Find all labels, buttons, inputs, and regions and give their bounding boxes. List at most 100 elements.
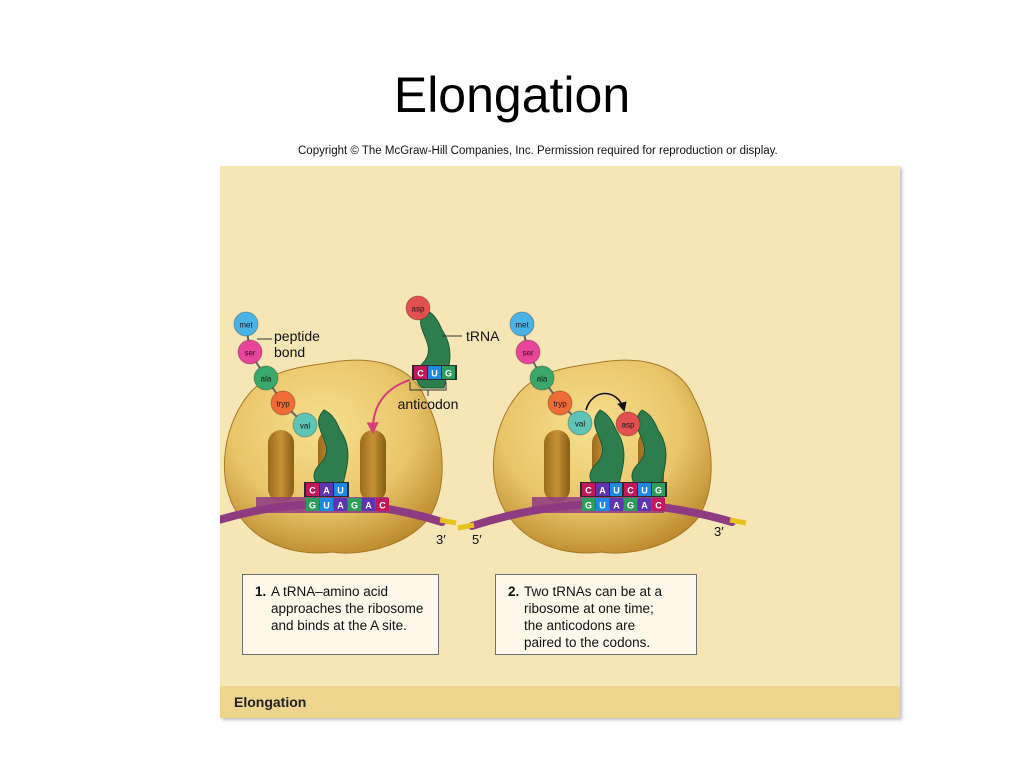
step-1-line-3: and binds at the A site. [271,618,407,633]
trna-2-anticodon-2-base-2 [652,483,665,496]
mrna-1-3-cap [439,517,457,526]
trna-2-anticodon-2-base-label-2: G [655,486,662,496]
step-2-box: 2.Two tRNAs can be at a ribosome at one … [495,574,697,655]
incoming-aa-asp [405,295,431,321]
panel-1-aa-val-label: val [300,422,310,431]
panel-2-aa-asp [615,411,641,437]
mrna-2-3-cap [729,517,747,526]
step-1-line-1: A tRNA–amino acid [271,584,389,599]
copyright-notice: Copyright © The McGraw-Hill Companies, I… [298,145,778,157]
trna-2-anticodon-1-base-label-2: U [613,486,620,496]
mrna-2-codons-base-label-4: A [641,501,648,511]
trna-2-anticodon-2-base-0 [624,483,637,496]
mrna-1-codons-base-5 [376,498,389,511]
panel-2-aa-ser [515,339,541,365]
trna-1-anticodon-base-2 [334,483,347,496]
panel-2-aa-met [509,311,535,337]
panel-1-3-prime: 3′ [436,532,446,547]
trna-1-anticodon-base-label-1: A [323,486,330,496]
panel-1-aa-tryp [270,390,296,416]
trna-incoming-anticodon-base-label-1: U [431,369,438,379]
step-2-line-1: Two tRNAs can be at a [524,584,663,599]
panel-2-3-prime: 3′ [714,524,724,539]
panel-2-aa-tryp [547,390,573,416]
slide-title: Elongation [393,67,631,123]
label-anticodon: anticodon [398,396,459,412]
mrna-2-5-cap [457,522,475,531]
mrna-1-codons-base-label-0: G [309,501,316,511]
trna-incoming-anticodon-base-label-0: C [417,369,424,379]
trna-1-anticodon-base-0 [306,483,319,496]
panel-2-aa-tryp-label: tryp [553,400,567,409]
mrna-2-codons-base-label-1: U [599,501,606,511]
panel-2-aa-ser-label: ser [522,349,533,358]
mrna-1-codons-base-label-3: G [351,501,358,511]
mrna-2-codons-base-0 [582,498,595,511]
caption-bar: Elongation [220,686,900,718]
ribosome-1-e-tunnel [268,430,294,502]
mrna-2-codons-base-4 [638,498,651,511]
mrna-1-codons-base-3 [348,498,361,511]
trna-1-anticodon-base-label-2: U [337,486,344,496]
panel-2-aa-val-label: val [575,420,585,429]
mrna-2-codons-base-3 [624,498,637,511]
trna-2-anticodon-1-base-2 [610,483,623,496]
panel-1-aa-ala-label: ala [261,375,272,384]
panel-1-aa-met-label: met [239,321,253,330]
trna-incoming-anticodon-base-label-2: G [445,369,452,379]
transfer-arrow [585,392,627,412]
panel-1-aa-val [292,412,318,438]
panel-2-aa-ala-label: ala [537,375,548,384]
panel-1-aa-ser-label: ser [244,349,255,358]
mrna-2-codons-base-label-2: A [613,501,620,511]
step-2-line-3: the anticodons are [524,618,636,633]
mrna-1-codons-base-label-2: A [337,501,344,511]
mrna-1-codons-base-1 [320,498,333,511]
panel-2-aa-asp-label: asp [622,421,635,430]
figure-caption: Elongation [234,694,307,710]
trna-2-anticodon-2-base-1 [638,483,651,496]
label-bond: bond [274,344,305,360]
mrna-1-codons-base-label-4: A [365,501,372,511]
trna-1-anticodon-base-label-0: C [309,486,316,496]
panel-2-5-prime: 5′ [472,532,482,547]
mrna-2-codons-base-2 [610,498,623,511]
trna-incoming-anticodon-base-0 [414,366,427,379]
mrna-2-codons-base-5 [652,498,665,511]
trna-2-anticodon-1-base-label-0: C [585,486,592,496]
trna-incoming-anticodon-base-2 [442,366,455,379]
panel-1-aa-ala [253,365,279,391]
panel-2-aa-met-label: met [515,321,529,330]
mrna-2-codons-base-label-5: C [655,501,662,511]
trna-2-anticodon-1-base-1 [596,483,609,496]
mrna-1-codons-base-2 [334,498,347,511]
trna-1-anticodon-base-1 [320,483,333,496]
step-2-line-4: paired to the codons. [524,635,651,650]
mrna-1-codons-base-0 [306,498,319,511]
panel-1-aa-ser [237,339,263,365]
trna-2-anticodon-1-base-0 [582,483,595,496]
step-1-number: 1. [255,584,267,599]
ribosome-2-e-tunnel [544,430,570,502]
panel-2-aa-val [567,410,593,436]
mrna-1-codons-base-label-1: U [323,501,330,511]
mrna-2-codons-base-label-3: G [627,501,634,511]
incoming-arrow [366,379,411,435]
ribosome-1-a-tunnel [360,430,386,502]
trna-2-anticodon-1-base-label-1: A [599,486,606,496]
label-peptide: peptide [274,328,320,344]
step-1-line-2: approaches the ribosome [271,601,424,616]
mrna-2-codons-base-label-0: G [585,501,592,511]
panel-2-aa-ala [529,365,555,391]
step-2-line-2: ribosome at one time; [524,601,654,616]
panel-1-aa-met [233,311,259,337]
mrna-1-codons-base-4 [362,498,375,511]
incoming-aa-asp-label: asp [412,305,425,314]
mrna-1-codons-base-label-5: C [379,501,386,511]
step-1-box: 1. A tRNA–amino acid approaches the ribos… [242,574,439,655]
trna-2-anticodon-2-base-label-0: C [627,486,634,496]
trna-incoming-anticodon-base-1 [428,366,441,379]
label-trna: tRNA [466,328,500,344]
